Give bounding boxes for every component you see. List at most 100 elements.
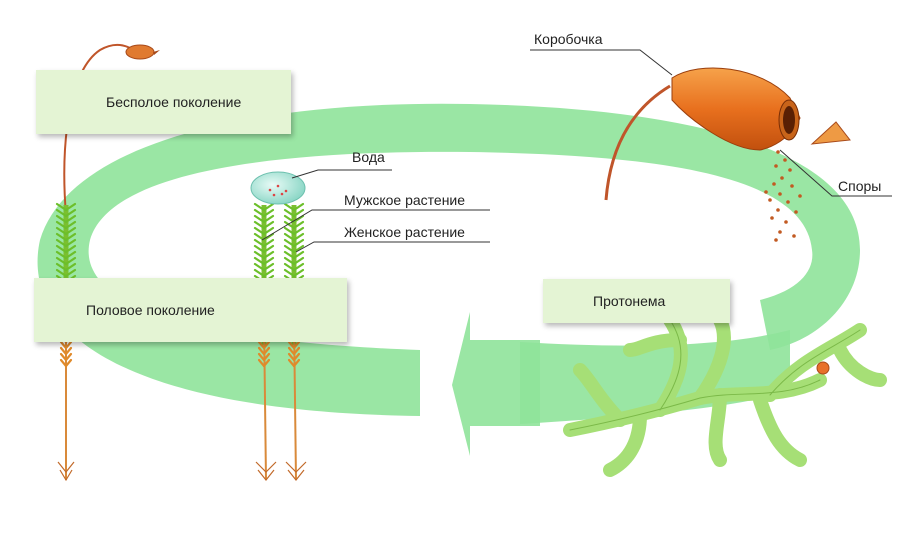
moss-leaf xyxy=(253,226,266,236)
moss-leaf xyxy=(64,202,77,212)
moss-leaf xyxy=(292,358,301,368)
spore xyxy=(774,238,778,242)
moss-leaf xyxy=(292,232,305,242)
moss-leaf xyxy=(64,220,77,230)
moss-leaf xyxy=(262,214,275,224)
moss-leaf xyxy=(292,214,305,224)
moss-leaf xyxy=(55,220,68,230)
moss-leaf xyxy=(287,352,296,362)
moss-leaf xyxy=(55,244,68,254)
moss-leaf xyxy=(283,256,296,266)
moss-leaf xyxy=(257,346,266,356)
moss-leaf xyxy=(253,250,266,260)
spore xyxy=(772,182,776,186)
male-plant-label: Мужское растение xyxy=(344,192,466,208)
moss-leaf xyxy=(64,244,77,254)
moss-leaf xyxy=(64,256,77,266)
protonema xyxy=(563,313,887,477)
moss-leaf xyxy=(283,262,296,272)
moss-leaf xyxy=(253,238,266,248)
moss-leaf xyxy=(262,346,271,356)
moss-leaf xyxy=(262,244,275,254)
moss-leaf xyxy=(283,250,296,260)
spore xyxy=(770,216,774,220)
moss-leaf xyxy=(283,238,296,248)
capsule xyxy=(604,67,851,201)
asexual-generation-label: Бесполое поколение xyxy=(106,94,242,110)
moss-leaf xyxy=(257,358,266,368)
spore xyxy=(792,234,796,238)
moss-leaf xyxy=(257,352,266,362)
spore xyxy=(776,208,780,212)
female-plant-label: Женское растение xyxy=(344,224,465,240)
spore xyxy=(778,192,782,196)
spore xyxy=(774,164,778,168)
moss-leaf xyxy=(55,232,68,242)
spore xyxy=(794,210,798,214)
moss-leaf xyxy=(283,232,296,242)
moss-leaf xyxy=(292,226,305,236)
moss-leaf xyxy=(64,346,73,356)
moss-leaf xyxy=(64,250,77,260)
moss-leaf xyxy=(262,358,271,368)
spore xyxy=(788,168,792,172)
moss-leaf xyxy=(283,244,296,254)
spore xyxy=(764,190,768,194)
moss-leaf xyxy=(262,256,275,266)
moss-leaf xyxy=(59,340,68,350)
spore xyxy=(798,194,802,198)
moss-leaf xyxy=(64,214,77,224)
moss-leaf xyxy=(253,256,266,266)
moss-leaf xyxy=(292,202,305,212)
moss-leaf xyxy=(292,256,305,266)
spore xyxy=(784,220,788,224)
moss-leaf xyxy=(253,244,266,254)
moss-leaf xyxy=(55,208,68,218)
moss-leaf xyxy=(287,358,296,368)
moss-leaf xyxy=(262,268,275,278)
moss-leaf xyxy=(64,340,73,350)
moss-leaf xyxy=(262,238,275,248)
moss-leaf xyxy=(262,340,271,350)
moss-leaf xyxy=(64,238,77,248)
asexual-generation-box: Бесполое поколение xyxy=(36,70,291,134)
moss-leaf xyxy=(55,202,68,212)
moss-leaf xyxy=(283,220,296,230)
moss-leaf xyxy=(59,346,68,356)
moss-leaf xyxy=(64,208,77,218)
moss-leaf xyxy=(292,346,301,356)
moss-leaf xyxy=(55,256,68,266)
moss-leaf xyxy=(292,262,305,272)
moss-leaf xyxy=(262,226,275,236)
moss-leaf xyxy=(283,214,296,224)
spore xyxy=(786,200,790,204)
sexual-generation-box: Половое поколение xyxy=(34,278,347,342)
moss-leaf xyxy=(262,250,275,260)
moss-leaf xyxy=(262,352,271,362)
spores xyxy=(764,150,802,242)
moss-leaf xyxy=(253,232,266,242)
spore xyxy=(783,158,787,162)
water-label: Вода xyxy=(352,149,385,165)
moss-leaf xyxy=(253,220,266,230)
moss-leaf xyxy=(253,208,266,218)
moss-leaf xyxy=(292,250,305,260)
moss-leaf xyxy=(287,346,296,356)
moss-leaf xyxy=(262,220,275,230)
moss-leaf xyxy=(287,340,296,350)
moss-leaf xyxy=(292,208,305,218)
moss-leaf xyxy=(55,238,68,248)
moss-leaf xyxy=(262,202,275,212)
moss-leaf xyxy=(292,352,301,362)
moss-leaf xyxy=(292,238,305,248)
moss-leaf xyxy=(64,226,77,236)
moss-leaf xyxy=(253,262,266,272)
moss-leaf xyxy=(262,208,275,218)
moss-leaf xyxy=(262,232,275,242)
water-drop xyxy=(250,171,306,205)
moss-leaf xyxy=(55,262,68,272)
protonema-box: Протонема xyxy=(543,279,730,323)
moss-leaf xyxy=(283,202,296,212)
moss-leaf xyxy=(257,340,266,350)
